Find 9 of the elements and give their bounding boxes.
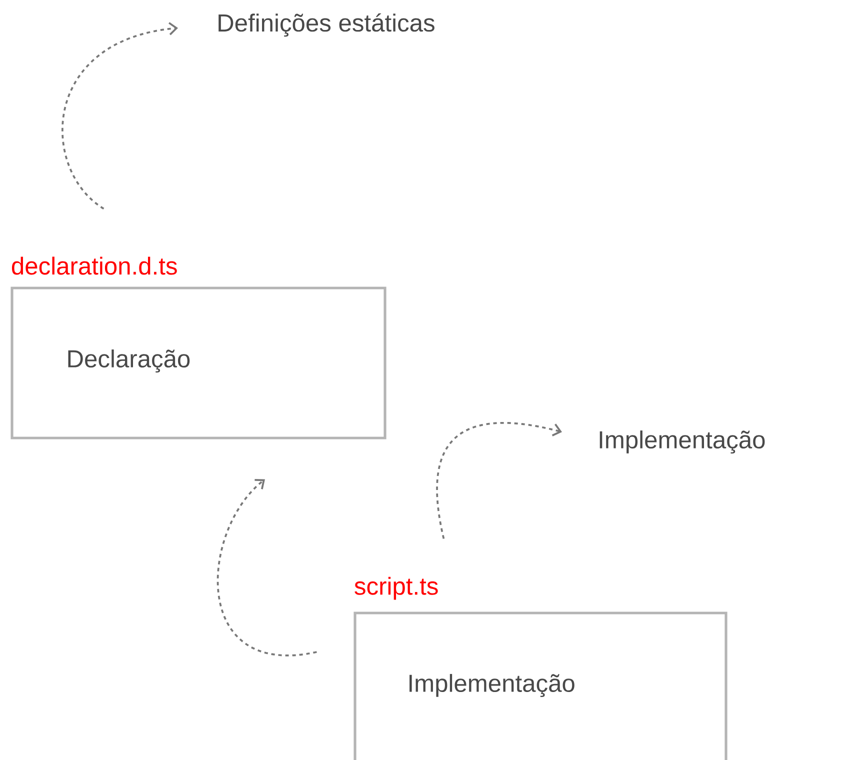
file-box: declaration.d.ts Declaração <box>10 256 386 440</box>
arrow <box>436 422 562 539</box>
node-label: declaration.d.ts <box>12 256 177 275</box>
arrow <box>217 478 317 656</box>
file-box: script.ts Implementação <box>354 576 728 760</box>
node-label: script.ts <box>354 576 438 600</box>
text-label: Implementação <box>600 430 765 454</box>
text-label: Definições estáticas <box>218 13 434 37</box>
arrow <box>62 22 178 210</box>
